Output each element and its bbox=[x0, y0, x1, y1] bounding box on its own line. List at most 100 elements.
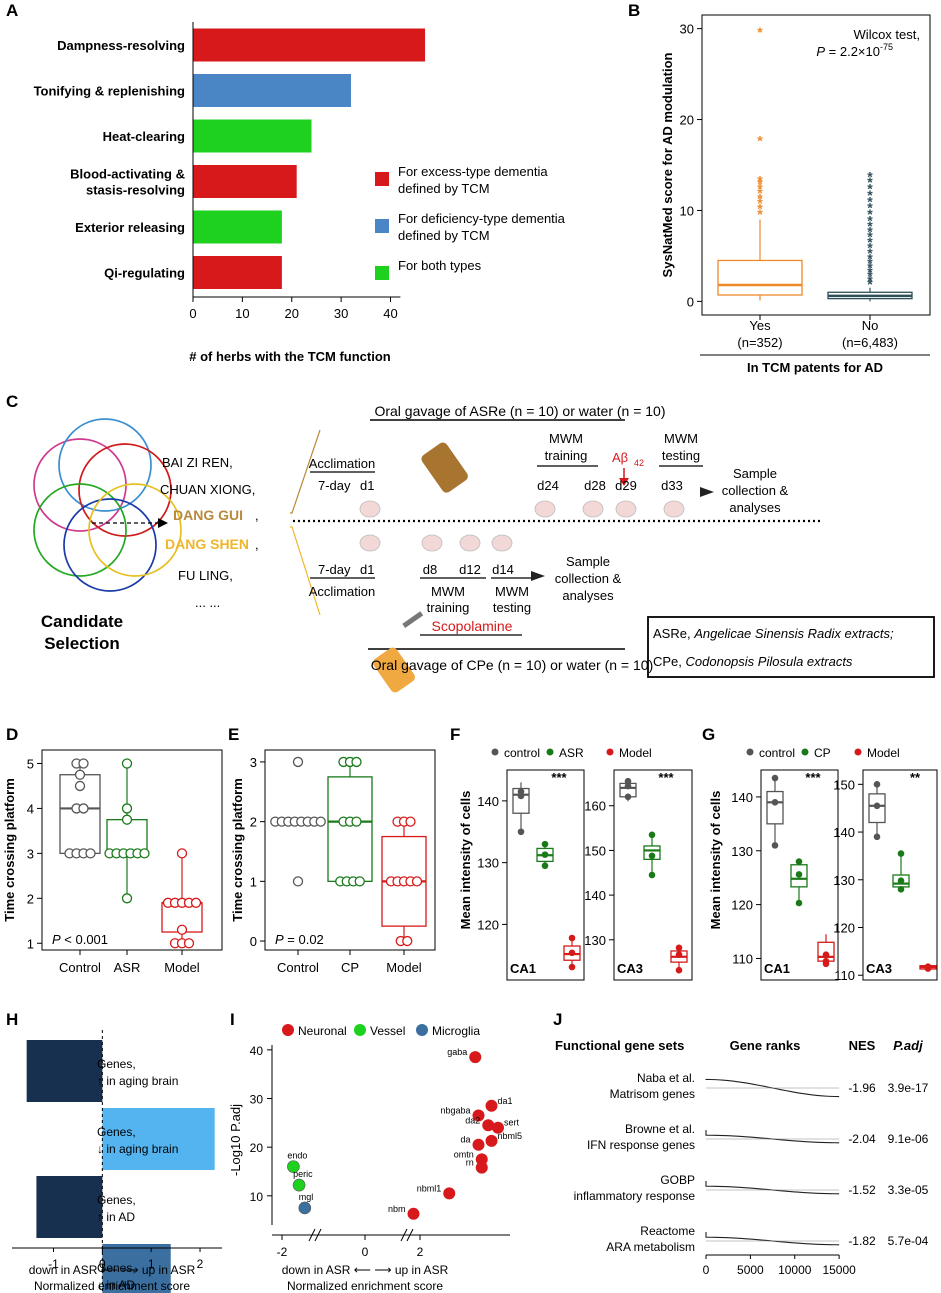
e-box-1 bbox=[327, 776, 373, 882]
g-ca1-point-0-0 bbox=[771, 774, 779, 782]
sample-bottom-1: collection & bbox=[555, 571, 622, 586]
g-legend-dot-2 bbox=[854, 748, 862, 756]
x-tick-label-1: No bbox=[862, 318, 879, 333]
d-x-tick-label-0: Control bbox=[59, 960, 101, 975]
h-category-label-2: ↑ in AD bbox=[97, 1210, 135, 1224]
day-top-d24: d24 bbox=[537, 478, 559, 493]
abbreviation-box bbox=[647, 616, 935, 678]
f-ca3-y-tick-label-130: 130 bbox=[584, 933, 606, 948]
e-x-tick-label-1: CP bbox=[341, 960, 359, 975]
outlier-0-5: * bbox=[757, 181, 763, 197]
outlier-0-7: * bbox=[757, 172, 763, 188]
f-ca1-y-tick-label-130: 130 bbox=[477, 856, 499, 871]
bar-3 bbox=[193, 165, 297, 198]
h-category-label-0: Genes, bbox=[97, 1057, 136, 1071]
p-symbol: P bbox=[816, 44, 825, 59]
g-ca3-point-2-2 bbox=[924, 963, 932, 970]
d-frame bbox=[41, 749, 223, 951]
i-point-label-endo: endo bbox=[287, 1151, 307, 1161]
e-point-0-8 bbox=[315, 816, 326, 827]
i-point-da bbox=[472, 1138, 485, 1151]
sample-arrow-top-icon bbox=[700, 487, 714, 497]
x-tick-label-30: 30 bbox=[334, 306, 348, 321]
mwm-training-top-2: training bbox=[545, 448, 588, 463]
g-legend-label-2: Model bbox=[867, 746, 900, 760]
d-point-0-6 bbox=[74, 780, 86, 792]
g-region-ca3: CA3 bbox=[866, 961, 892, 976]
i-y-tick-label-20: 20 bbox=[250, 1141, 264, 1155]
i-x-tick-label--2: -2 bbox=[277, 1245, 288, 1259]
i-legend-label-vessel: Vessel bbox=[370, 1024, 405, 1038]
sample-top-2: analyses bbox=[729, 500, 781, 515]
i-point-peric bbox=[292, 1178, 306, 1192]
i-y-axis-label: -Log10 P.adj bbox=[228, 1104, 243, 1176]
panel-label-g: G bbox=[702, 725, 715, 744]
j-x-tick-label-0: 0 bbox=[703, 1263, 710, 1277]
arrow-head-icon bbox=[158, 518, 168, 528]
panel-label-j: J bbox=[553, 1010, 562, 1029]
h-bar-0 bbox=[26, 1040, 103, 1102]
sample-top-1: collection & bbox=[722, 483, 789, 498]
abbr-full: Angelicae Sinensis Radix extracts; bbox=[693, 626, 894, 641]
i-point-label-peric: peric bbox=[293, 1169, 313, 1179]
outlier-1-14: * bbox=[867, 206, 873, 222]
sample-arrow-bottom-icon bbox=[531, 571, 545, 581]
day-bottom-d12: d12 bbox=[459, 562, 481, 577]
outlier-1-9: * bbox=[867, 234, 873, 250]
d-point-2-2 bbox=[183, 938, 195, 949]
f-legend-dot-1 bbox=[546, 748, 554, 756]
x-tick-label-1: (n=6,483) bbox=[842, 335, 898, 350]
f-ca3-point-1-0 bbox=[648, 831, 656, 839]
f-ca3-point-1-2 bbox=[648, 871, 656, 879]
bracket-top bbox=[290, 429, 321, 514]
category-label-1: Tonifying & replenishing bbox=[34, 84, 185, 99]
outlier-1-2: * bbox=[867, 268, 873, 284]
herb-dang-gui: DANG GUI bbox=[173, 507, 243, 523]
d-y-tick-label-5: 5 bbox=[27, 756, 34, 771]
box-0 bbox=[717, 259, 803, 296]
i-axis-break-1 bbox=[400, 1228, 408, 1242]
d-point-1-0 bbox=[121, 893, 133, 904]
g-ca1-point-1-2 bbox=[795, 899, 803, 907]
herb-comma-2: , bbox=[255, 537, 259, 552]
d1-bottom: d1 bbox=[360, 562, 374, 577]
outlier-0-6: * bbox=[757, 176, 763, 192]
needle-icon-bottom bbox=[402, 611, 424, 628]
d-point-2-8 bbox=[190, 897, 202, 908]
e-point-2-1 bbox=[402, 935, 413, 947]
d-y-tick-label-2: 2 bbox=[27, 891, 34, 906]
f-legend-dot-2 bbox=[606, 748, 614, 756]
g-ca1-point-0-1 bbox=[771, 799, 779, 806]
h-category-label-1: Genes, bbox=[97, 1125, 136, 1139]
f-ca1-point-2-2 bbox=[568, 963, 576, 971]
d-point-2-3 bbox=[176, 924, 188, 935]
i-x-axis-label: Normalized enrichment score bbox=[287, 1279, 443, 1293]
j-row-name-1: Browne et al. bbox=[625, 1122, 695, 1136]
mwm-training-top-1: MWM bbox=[549, 431, 583, 446]
f-ca1-point-2-0 bbox=[568, 934, 576, 942]
sample-bottom-0: Sample bbox=[566, 554, 610, 569]
p-text: = 2.2×10 bbox=[825, 44, 880, 59]
f-y-axis-label: Mean intensity of cells bbox=[458, 791, 473, 930]
g-ca3-point-0-2 bbox=[873, 833, 881, 841]
legend-label-deficiency: For deficiency-type dementia bbox=[398, 211, 566, 226]
i-point-nbm bbox=[407, 1207, 420, 1220]
syringe-icon-bottom bbox=[373, 647, 415, 693]
outlier-1-5: * bbox=[867, 255, 873, 271]
abeta-arrow-head-icon bbox=[619, 478, 629, 486]
category-label-2: Heat-clearing bbox=[103, 129, 185, 144]
herb-fu-ling: FU LING, bbox=[178, 568, 233, 583]
herb-comma-1: , bbox=[255, 508, 259, 523]
f-region-ca3: CA3 bbox=[617, 961, 643, 976]
d-point-0-3 bbox=[85, 848, 96, 859]
g-ca3-y-tick-label-150: 150 bbox=[833, 777, 855, 792]
j-row-nes-2: -1.52 bbox=[848, 1183, 876, 1197]
h-bar-1 bbox=[102, 1108, 215, 1170]
h-category-label-3: Genes, bbox=[97, 1261, 136, 1275]
x-axis-label: In TCM patents for AD bbox=[747, 360, 883, 375]
d-point-1-7 bbox=[121, 814, 133, 825]
legend-label-excess: For excess-type dementia bbox=[398, 164, 548, 179]
e-x-tick-label-2: Model bbox=[386, 960, 422, 975]
